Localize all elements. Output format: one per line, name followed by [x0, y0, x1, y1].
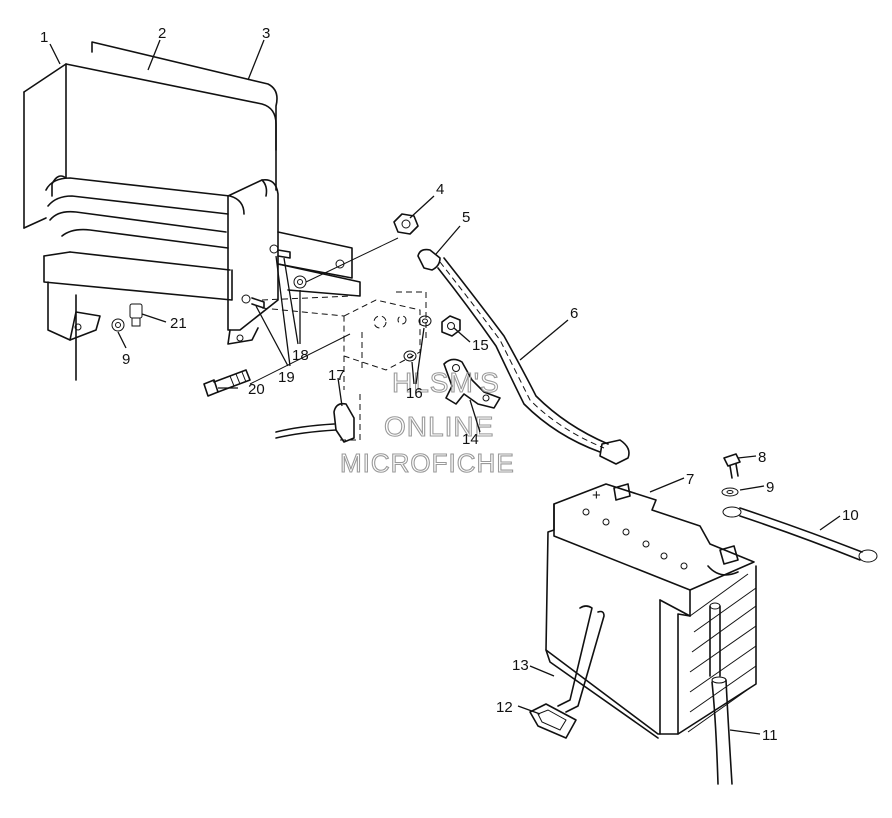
- battery-part-7: [545, 483, 757, 739]
- hose-part-11: [709, 602, 733, 785]
- positive-terminal-symbol: +: [592, 487, 601, 504]
- cable-part-17: [275, 402, 355, 443]
- callout-8: 8: [758, 449, 766, 466]
- callout-17: 17: [328, 367, 345, 384]
- strap-part-13: [557, 605, 605, 713]
- callout-7: 7: [686, 471, 694, 488]
- callout-4: 4: [436, 181, 444, 198]
- callout-9-battery: 9: [766, 479, 774, 496]
- buckle-part-12: [529, 703, 577, 739]
- watermark-line-3: MICROFICHE: [340, 448, 515, 478]
- callout-10: 10: [842, 507, 859, 524]
- callout-numbers: 1 2 3 4 5 6 7 8 9 9 10 11 12 13 14 15 16…: [40, 25, 859, 744]
- callout-21: 21: [170, 315, 187, 332]
- washers-part-16: [403, 315, 432, 362]
- ground-cable-part-10: [722, 506, 878, 563]
- nut-part-4: [393, 213, 419, 235]
- callout-13: 13: [512, 657, 529, 674]
- screw-part-8: [723, 453, 741, 479]
- bracket-part-14: [443, 358, 501, 409]
- callout-19: 19: [278, 369, 295, 386]
- callout-20: 20: [248, 381, 265, 398]
- callout-5: 5: [462, 209, 470, 226]
- watermark-line-1: HLSM'S: [392, 367, 500, 398]
- callout-15: 15: [472, 337, 489, 354]
- callout-6: 6: [570, 305, 578, 322]
- washer-part-9: [721, 487, 739, 497]
- callout-16: 16: [406, 385, 423, 402]
- callout-11: 11: [762, 727, 778, 744]
- callout-3: 3: [262, 25, 270, 42]
- callout-14: 14: [462, 431, 479, 448]
- callout-9-tray: 9: [122, 351, 130, 368]
- battery-cable-part-6: [417, 248, 630, 465]
- bolt-part-20: [203, 369, 251, 397]
- callout-leaders: [49, 39, 841, 735]
- battery-tray-assembly: [23, 41, 361, 381]
- callout-12: 12: [496, 699, 513, 716]
- callout-2: 2: [158, 25, 166, 42]
- callout-18: 18: [292, 347, 309, 364]
- callout-1: 1: [40, 29, 48, 46]
- nut-part-15: [441, 315, 461, 337]
